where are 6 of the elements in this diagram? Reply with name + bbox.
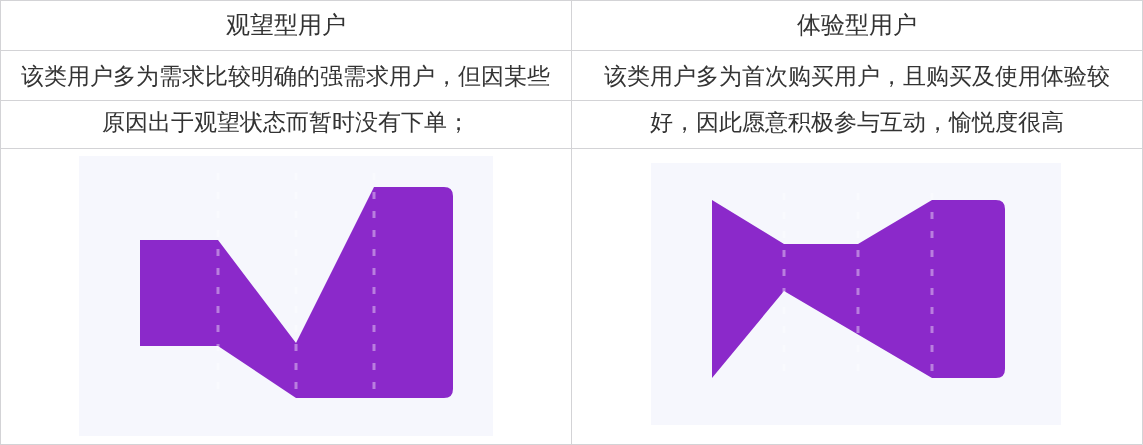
description-text: 好，因此愿意积极参与互动，愉悦度很高 [649,109,1064,137]
column-header: 观望型用户 [225,10,346,40]
description-text: 原因出于观望状态而暂时没有下单； [101,109,470,137]
column-header: 体验型用户 [796,10,917,40]
description-text: 该类用户多为首次购买用户，且购买及使用体验较 [603,63,1110,91]
description-text: 该类用户多为需求比较明确的强需求用户，但因某些 [21,63,550,91]
